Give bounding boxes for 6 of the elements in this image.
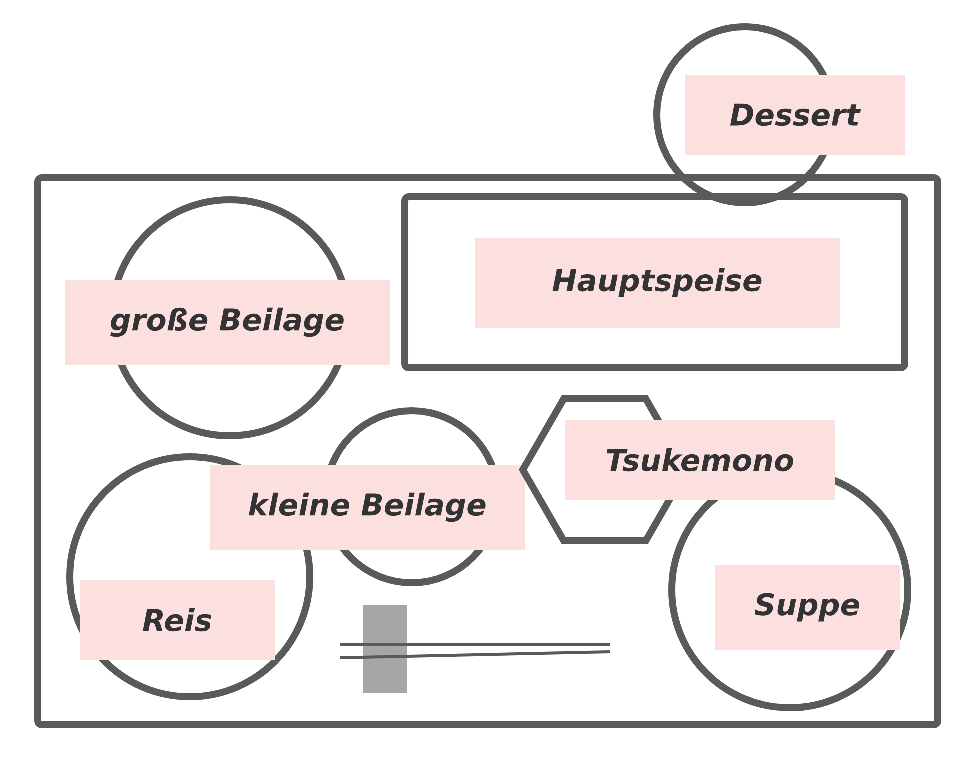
plate: große Beilage — [65, 196, 390, 440]
plate: kleine Beilage — [210, 408, 525, 586]
plate: Hauptspeise — [402, 194, 908, 372]
plate: Tsukemono — [518, 395, 835, 544]
tray — [34, 174, 942, 728]
dessert-plate: Dessert — [654, 24, 905, 206]
